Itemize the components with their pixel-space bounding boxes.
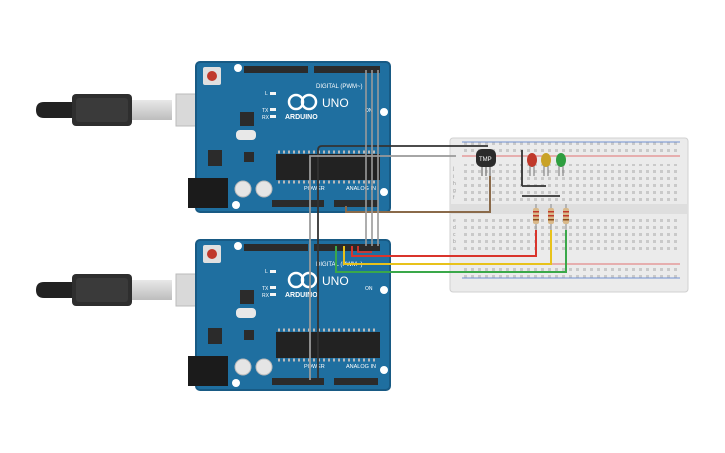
terminal-strip-top[interactable] [462, 164, 680, 202]
usb-chip [240, 112, 254, 126]
power-label: POWER [304, 364, 325, 370]
digital-header-label: DIGITAL (PWM~) [316, 84, 363, 90]
voltage-regulator [208, 328, 222, 344]
center-channel [450, 204, 688, 214]
capacitor [234, 180, 252, 198]
digital-header-left[interactable] [244, 66, 308, 73]
power-header[interactable] [272, 378, 324, 385]
board-brand: ARDUINO [285, 292, 318, 299]
wire-power-red[interactable] [357, 246, 372, 253]
chip-pins [278, 328, 378, 362]
terminal-strip-bottom[interactable] [462, 216, 680, 254]
crystal [236, 130, 256, 140]
on-label: ON [365, 286, 373, 292]
green-led[interactable] [556, 153, 566, 176]
mounting-hole [232, 379, 240, 387]
row-letter: d [453, 225, 456, 231]
l-led [270, 270, 276, 273]
sensor-label: TMP [479, 157, 492, 163]
mounting-hole [380, 108, 388, 116]
resistor-3[interactable] [563, 204, 569, 230]
mounting-hole [234, 64, 242, 72]
wire-brown[interactable] [345, 176, 491, 213]
board-model: UNO [322, 96, 349, 110]
capacitor [234, 358, 252, 376]
usb-cable-top[interactable] [36, 93, 201, 127]
capacitor [255, 180, 273, 198]
row-letter: j [452, 166, 454, 172]
board-brand: ARDUINO [285, 114, 318, 121]
usb-chip [240, 290, 254, 304]
row-letter: f [453, 195, 455, 201]
resistor-2[interactable] [548, 204, 554, 230]
power-rail-top[interactable] [462, 142, 680, 156]
atmega-chip [276, 154, 380, 180]
arduino-uno-top[interactable]: DIGITAL (PWM~) UNO ARDUINO TX RX L ON [188, 61, 391, 213]
arduino-uno-bottom[interactable]: DIGITAL (PWM~) UNO ARDUINO TX RX L ON PO… [188, 239, 391, 391]
power-jack[interactable] [188, 178, 228, 208]
tx-led [270, 286, 276, 289]
row-letter: g [453, 188, 456, 194]
mounting-hole [380, 366, 388, 374]
mounting-hole [234, 242, 242, 250]
wire-gray[interactable] [309, 155, 456, 380]
row-letter: b [453, 239, 456, 245]
power-label: POWER [304, 186, 325, 192]
rx-led [270, 115, 276, 118]
yellow-led[interactable] [541, 153, 551, 176]
digital-header-label: DIGITAL (PWM~) [316, 262, 363, 268]
resistor-1[interactable] [533, 204, 539, 230]
power-header[interactable] [272, 200, 324, 207]
l-label: L [265, 269, 268, 275]
mounting-hole [232, 201, 240, 209]
tx-label: TX [262, 286, 269, 292]
crystal [236, 308, 256, 318]
power-rail-bottom[interactable] [462, 264, 680, 278]
usb-cable-bottom[interactable] [36, 273, 201, 307]
on-label: ON [365, 108, 373, 114]
row-letter: c [453, 232, 456, 238]
row-letter: e [453, 218, 456, 224]
wire-yellow[interactable] [343, 230, 552, 265]
red-led[interactable] [527, 153, 537, 176]
tx-label: TX [262, 108, 269, 114]
ground-jumpers[interactable] [521, 150, 560, 197]
arduino-logo [287, 93, 318, 111]
wire-green[interactable] [335, 230, 567, 273]
row-letter: a [453, 246, 456, 252]
analog-header[interactable] [334, 378, 378, 385]
analog-header[interactable] [334, 200, 378, 207]
row-letter: h [453, 181, 456, 187]
wire-black[interactable] [317, 145, 488, 378]
arduino-logo [287, 271, 318, 289]
power-jack[interactable] [188, 356, 228, 386]
tx-led [270, 108, 276, 111]
capacitor [255, 358, 273, 376]
rx-led [270, 293, 276, 296]
row-letter: i [453, 174, 454, 180]
mounting-hole [380, 286, 388, 294]
digital-header-right[interactable] [314, 244, 380, 251]
wire-red[interactable] [351, 230, 537, 257]
analog-label: ANALOG IN [346, 186, 376, 192]
rx-label: RX [262, 293, 270, 299]
chip-pins [278, 150, 378, 184]
rx-label: RX [262, 115, 270, 121]
analog-label: ANALOG IN [346, 364, 376, 370]
board-model: UNO [322, 274, 349, 288]
atmega-chip [276, 332, 380, 358]
mounting-hole [380, 188, 388, 196]
digital-header-right[interactable] [314, 66, 380, 73]
voltage-regulator [208, 150, 222, 166]
temperature-sensor[interactable]: TMP [476, 149, 496, 176]
l-led [270, 92, 276, 95]
digital-header-left[interactable] [244, 244, 308, 251]
l-label: L [265, 91, 268, 97]
